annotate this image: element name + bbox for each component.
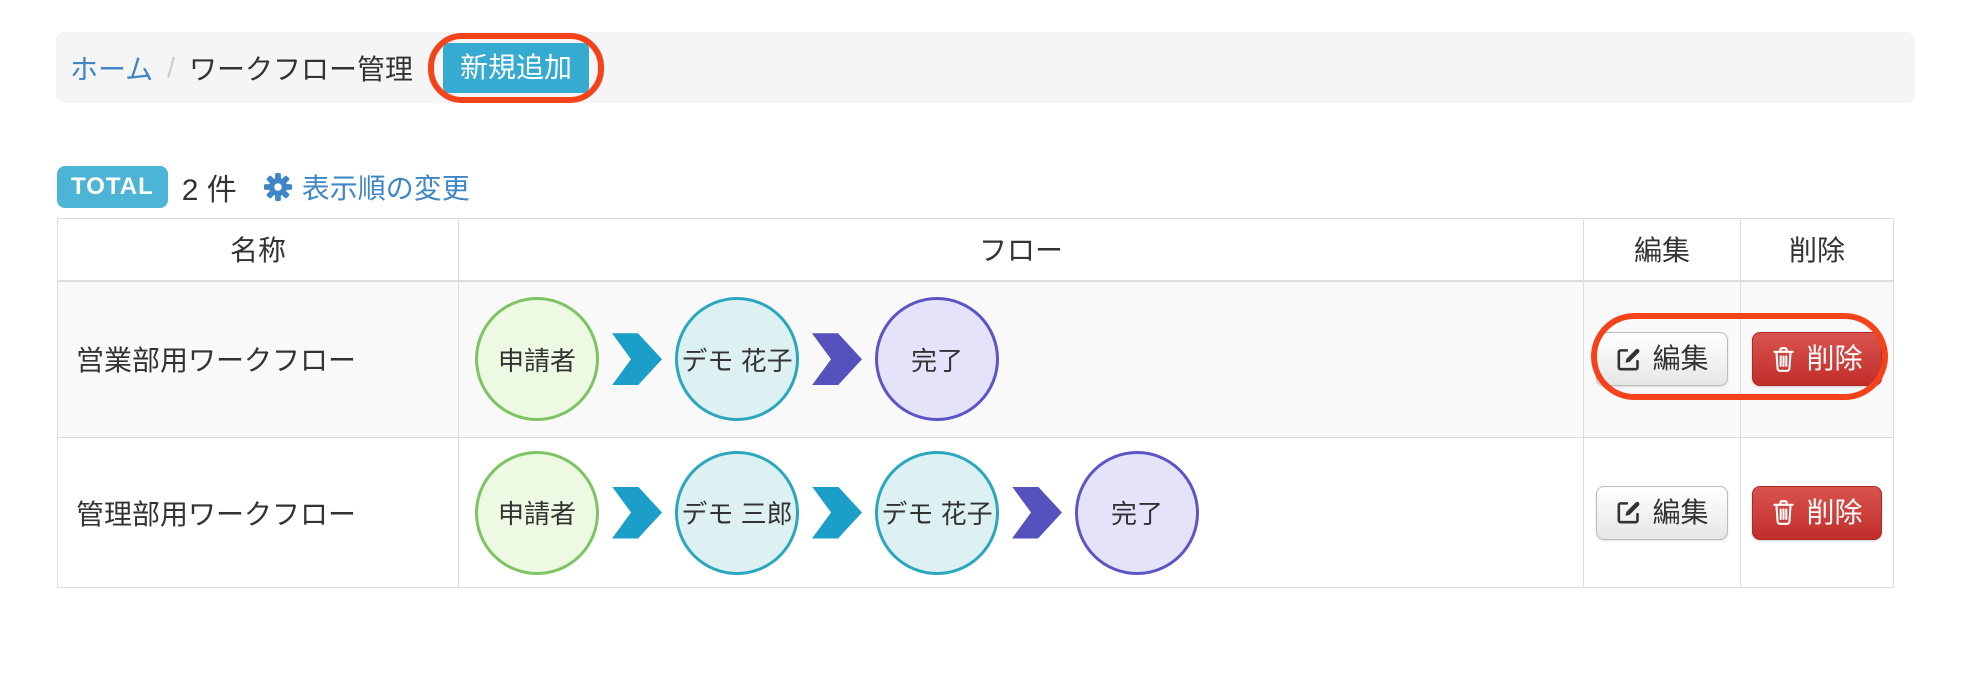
flow-arrow-icon	[612, 333, 662, 386]
table-row: 管理部用ワークフロー 申請者 デモ 三郎 デモ 花子 完了	[57, 437, 1894, 588]
summary-row: TOTAL 2 件	[57, 166, 470, 208]
edit-button-label: 編集	[1652, 496, 1709, 528]
column-header-edit: 編集	[1583, 218, 1741, 282]
flow-arrow-icon	[1012, 486, 1062, 539]
column-header-flow: フロー	[458, 218, 1584, 282]
gear-icon	[263, 172, 293, 202]
edit-pencil-square-icon	[1615, 346, 1642, 373]
edit-pencil-square-icon	[1615, 499, 1642, 526]
total-badge: TOTAL	[57, 166, 168, 208]
workflow-flow-diagram: 申請者 デモ 花子 完了	[459, 297, 1583, 422]
delete-button[interactable]: 削除	[1752, 485, 1882, 540]
column-header-name: 名称	[57, 218, 459, 282]
edit-button-label: 編集	[1652, 343, 1709, 375]
breadcrumb-current: ワークフロー管理	[188, 53, 413, 85]
edit-button[interactable]: 編集	[1596, 332, 1728, 387]
breadcrumb-separator: /	[167, 51, 175, 83]
flow-arrow-icon	[612, 486, 662, 539]
workflow-table-container: 名称 フロー 編集 削除 営業部用ワークフロー 申請者 デモ 花子	[57, 218, 1894, 588]
breadcrumb: ホーム / ワークフロー管理 新規追加	[56, 32, 1915, 103]
trash-icon	[1771, 346, 1796, 373]
edit-button[interactable]: 編集	[1596, 485, 1728, 540]
breadcrumb-home-link[interactable]: ホーム	[70, 53, 154, 85]
flow-node-complete: 完了	[1075, 450, 1199, 575]
column-header-delete: 削除	[1740, 218, 1894, 282]
workflow-table: 名称 フロー 編集 削除 営業部用ワークフロー 申請者 デモ 花子	[57, 218, 1894, 588]
workflow-name: 管理部用ワークフロー	[57, 437, 459, 588]
workflow-name: 営業部用ワークフロー	[57, 280, 459, 438]
flow-node-approver: デモ 三郎	[675, 450, 799, 575]
delete-button-label: 削除	[1806, 343, 1863, 375]
total-count: 2 件	[181, 174, 237, 207]
flow-arrow-icon	[812, 333, 862, 386]
change-display-order-label: 表示順の変更	[301, 173, 470, 204]
workflow-flow-diagram: 申請者 デモ 三郎 デモ 花子 完了	[459, 450, 1583, 575]
delete-button[interactable]: 削除	[1752, 332, 1882, 387]
add-new-button[interactable]: 新規追加	[442, 42, 589, 93]
flow-node-approver: デモ 花子	[675, 297, 799, 422]
delete-button-label: 削除	[1806, 496, 1863, 528]
flow-arrow-icon	[812, 486, 862, 539]
trash-icon	[1771, 499, 1796, 526]
flow-node-complete: 完了	[875, 297, 999, 422]
table-row: 営業部用ワークフロー 申請者 デモ 花子 完了	[57, 280, 1894, 438]
flow-node-approver: デモ 花子	[875, 450, 999, 575]
flow-node-applicant: 申請者	[475, 297, 599, 422]
flow-node-applicant: 申請者	[475, 450, 599, 575]
change-display-order-link[interactable]: 表示順の変更	[263, 167, 470, 207]
table-header-row: 名称 フロー 編集 削除	[57, 218, 1894, 282]
